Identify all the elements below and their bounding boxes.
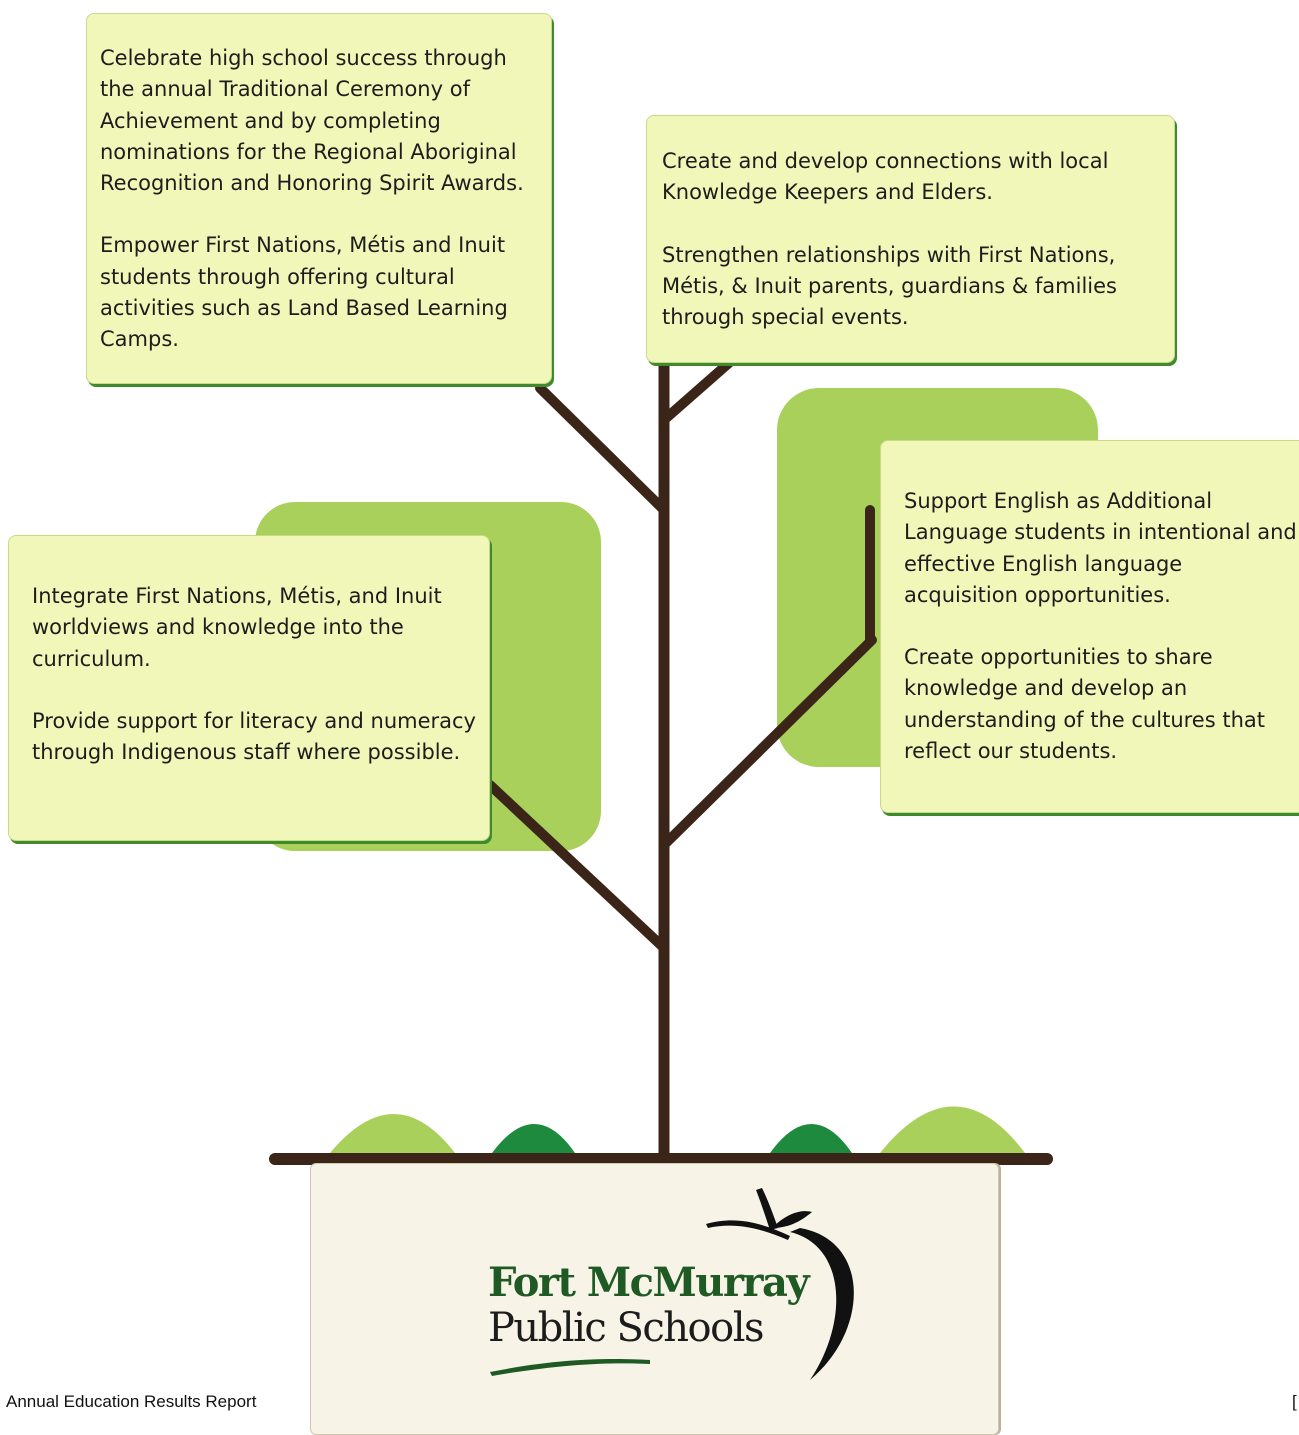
planter-box (310, 1163, 999, 1435)
branch-middle-left (485, 780, 669, 953)
ground-leaf-3 (770, 1124, 852, 1153)
card-paragraph: Provide support for literacy and numerac… (32, 708, 476, 765)
goal-card-middle-left: Integrate First Nations, Métis, and Inui… (8, 535, 490, 841)
card-paragraph: Create opportunities to share knowledge … (904, 645, 1265, 764)
branch-top-right (659, 357, 735, 425)
card-paragraph: Integrate First Nations, Métis, and Inui… (32, 584, 442, 671)
card-paragraph: Create and develop connections with loca… (662, 149, 1109, 205)
branch-top-left (535, 383, 669, 515)
goal-card-top-right: Create and develop connections with loca… (646, 115, 1175, 363)
card-paragraph: Strengthen relationships with First Nati… (662, 242, 1117, 330)
card-paragraph: Support English as Additional Language s… (904, 489, 1297, 607)
ground-leaf-1 (330, 1114, 455, 1153)
card-paragraph: Empower First Nations, Métis and Inuit s… (100, 233, 508, 352)
branch-middle-right (659, 635, 877, 850)
ground-leaf-2 (492, 1124, 575, 1153)
footer-report-title: Annual Education Results Report (6, 1392, 256, 1412)
ground-leaf-4 (880, 1106, 1025, 1153)
logo-title: Fort McMurray (488, 1259, 810, 1306)
tree-branches (269, 349, 1053, 1165)
card-paragraph: Celebrate high school success through th… (100, 46, 524, 196)
goal-card-top-left: Celebrate high school success through th… (86, 13, 552, 384)
footer-page-marker: [ (1292, 1392, 1297, 1411)
logo-subtitle: Public Schools (488, 1305, 765, 1351)
goal-card-middle-right: Support English as Additional Language s… (880, 440, 1299, 813)
footer-line: Annual Education Results Report (6, 1392, 257, 1411)
